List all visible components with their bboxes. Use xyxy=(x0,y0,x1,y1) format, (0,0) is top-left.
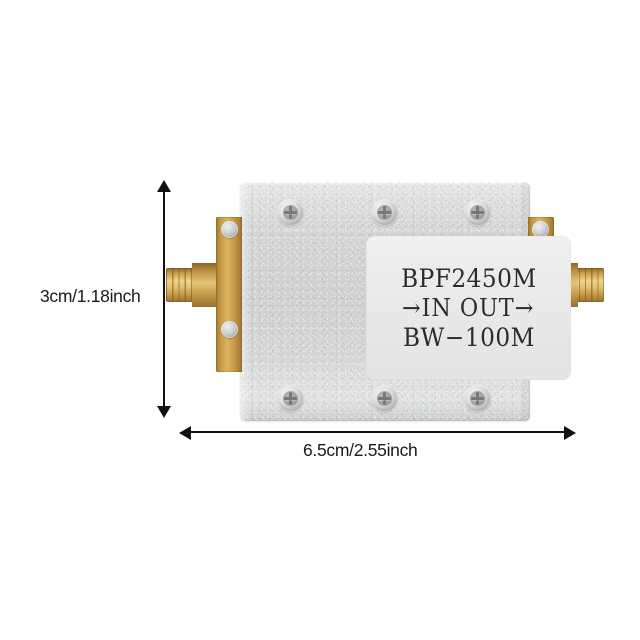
product-label-panel: BPF2450M →IN OUT→ BW−100M xyxy=(366,236,571,380)
enclosure-screw-bottom-right xyxy=(464,385,491,412)
flange-screw-right-top xyxy=(532,221,549,238)
height-arrow-head-down xyxy=(157,406,171,418)
width-arrow-head-left xyxy=(179,425,191,440)
sma-connector-left: IN xyxy=(160,175,242,430)
enclosure-screw-bottom-left xyxy=(277,385,304,412)
sma-port-label-left: IN xyxy=(160,175,161,176)
sma-collar-left xyxy=(192,263,216,307)
enclosure-screw-top-right xyxy=(464,199,491,226)
flange-screw-left-bottom xyxy=(221,321,238,338)
height-arrow-head-up xyxy=(157,180,171,192)
enclosure-screw-bottom-center xyxy=(371,385,398,412)
enclosure-screw-top-center xyxy=(371,199,398,226)
height-dimension-label: 3cm/1.18inch xyxy=(40,286,141,306)
width-dimension-label: 6.5cm/2.55inch xyxy=(303,440,418,460)
width-arrow-head-right xyxy=(564,425,576,440)
sma-port-label-right: OUT xyxy=(528,175,529,176)
sma-mounting-flange-left xyxy=(216,217,242,372)
phillips-icon xyxy=(283,391,298,406)
aluminum-enclosure: BPF2450M →IN OUT→ BW−100M xyxy=(240,182,571,421)
enclosure-screw-top-left xyxy=(277,199,304,226)
phillips-icon xyxy=(470,205,485,220)
flange-screw-left-top xyxy=(221,221,238,238)
phillips-icon xyxy=(283,205,298,220)
phillips-icon xyxy=(377,205,392,220)
height-arrow-line xyxy=(163,190,165,416)
phillips-icon xyxy=(377,391,392,406)
label-line-ports: →IN OUT→ xyxy=(402,294,535,322)
label-line-bandwidth: BW−100M xyxy=(402,323,535,352)
rf-filter-module: IN OUT xyxy=(160,175,610,430)
phillips-icon xyxy=(470,391,485,406)
label-line-model: BPF2450M xyxy=(400,264,537,293)
width-arrow-line xyxy=(190,431,566,433)
